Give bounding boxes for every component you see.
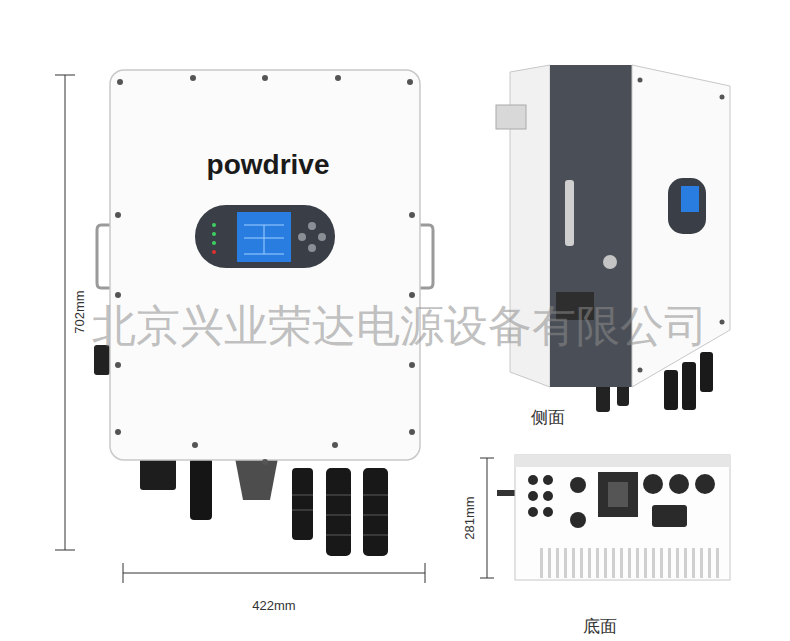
housing-bottom [515, 455, 730, 580]
connector [682, 362, 696, 410]
side-view [496, 65, 730, 412]
connector [292, 468, 313, 540]
dc-isolator [598, 472, 638, 517]
view-label: 底面 [583, 617, 617, 636]
handle [565, 180, 574, 246]
screws [115, 75, 415, 465]
connector [326, 468, 351, 556]
connector [140, 458, 176, 490]
switch [603, 255, 617, 269]
pv-connectors [528, 475, 586, 528]
dc-isolator-knob [608, 482, 628, 507]
display-panel [668, 178, 706, 234]
handle [97, 225, 110, 288]
cable-glands [643, 474, 715, 527]
connector [664, 370, 678, 410]
watermark: 北京兴业荣达电源设备有限公司 [92, 302, 708, 350]
lcd-screen [681, 186, 699, 212]
brand-logo: powdrive [207, 150, 330, 181]
display-panel [195, 205, 335, 268]
connector-ridges [292, 495, 388, 535]
connector [700, 352, 713, 392]
dimension-label: 281mm [463, 496, 477, 539]
lcd-screen [237, 212, 291, 262]
bottom-view [497, 455, 730, 580]
buttons [298, 222, 326, 252]
connector [235, 458, 278, 500]
status-leds [212, 223, 216, 254]
mounting-bracket [496, 105, 526, 129]
handle [420, 225, 433, 288]
lcd-graphics [244, 225, 284, 254]
housing [110, 70, 420, 460]
dimension-label: 422mm [252, 599, 295, 613]
view-label: 侧面 [531, 408, 565, 427]
connector [190, 458, 212, 520]
dimension-label: 702mm [73, 290, 87, 333]
vent-grille [540, 548, 719, 578]
connector [363, 468, 388, 556]
connector [497, 490, 515, 496]
housing-edge [515, 455, 730, 467]
